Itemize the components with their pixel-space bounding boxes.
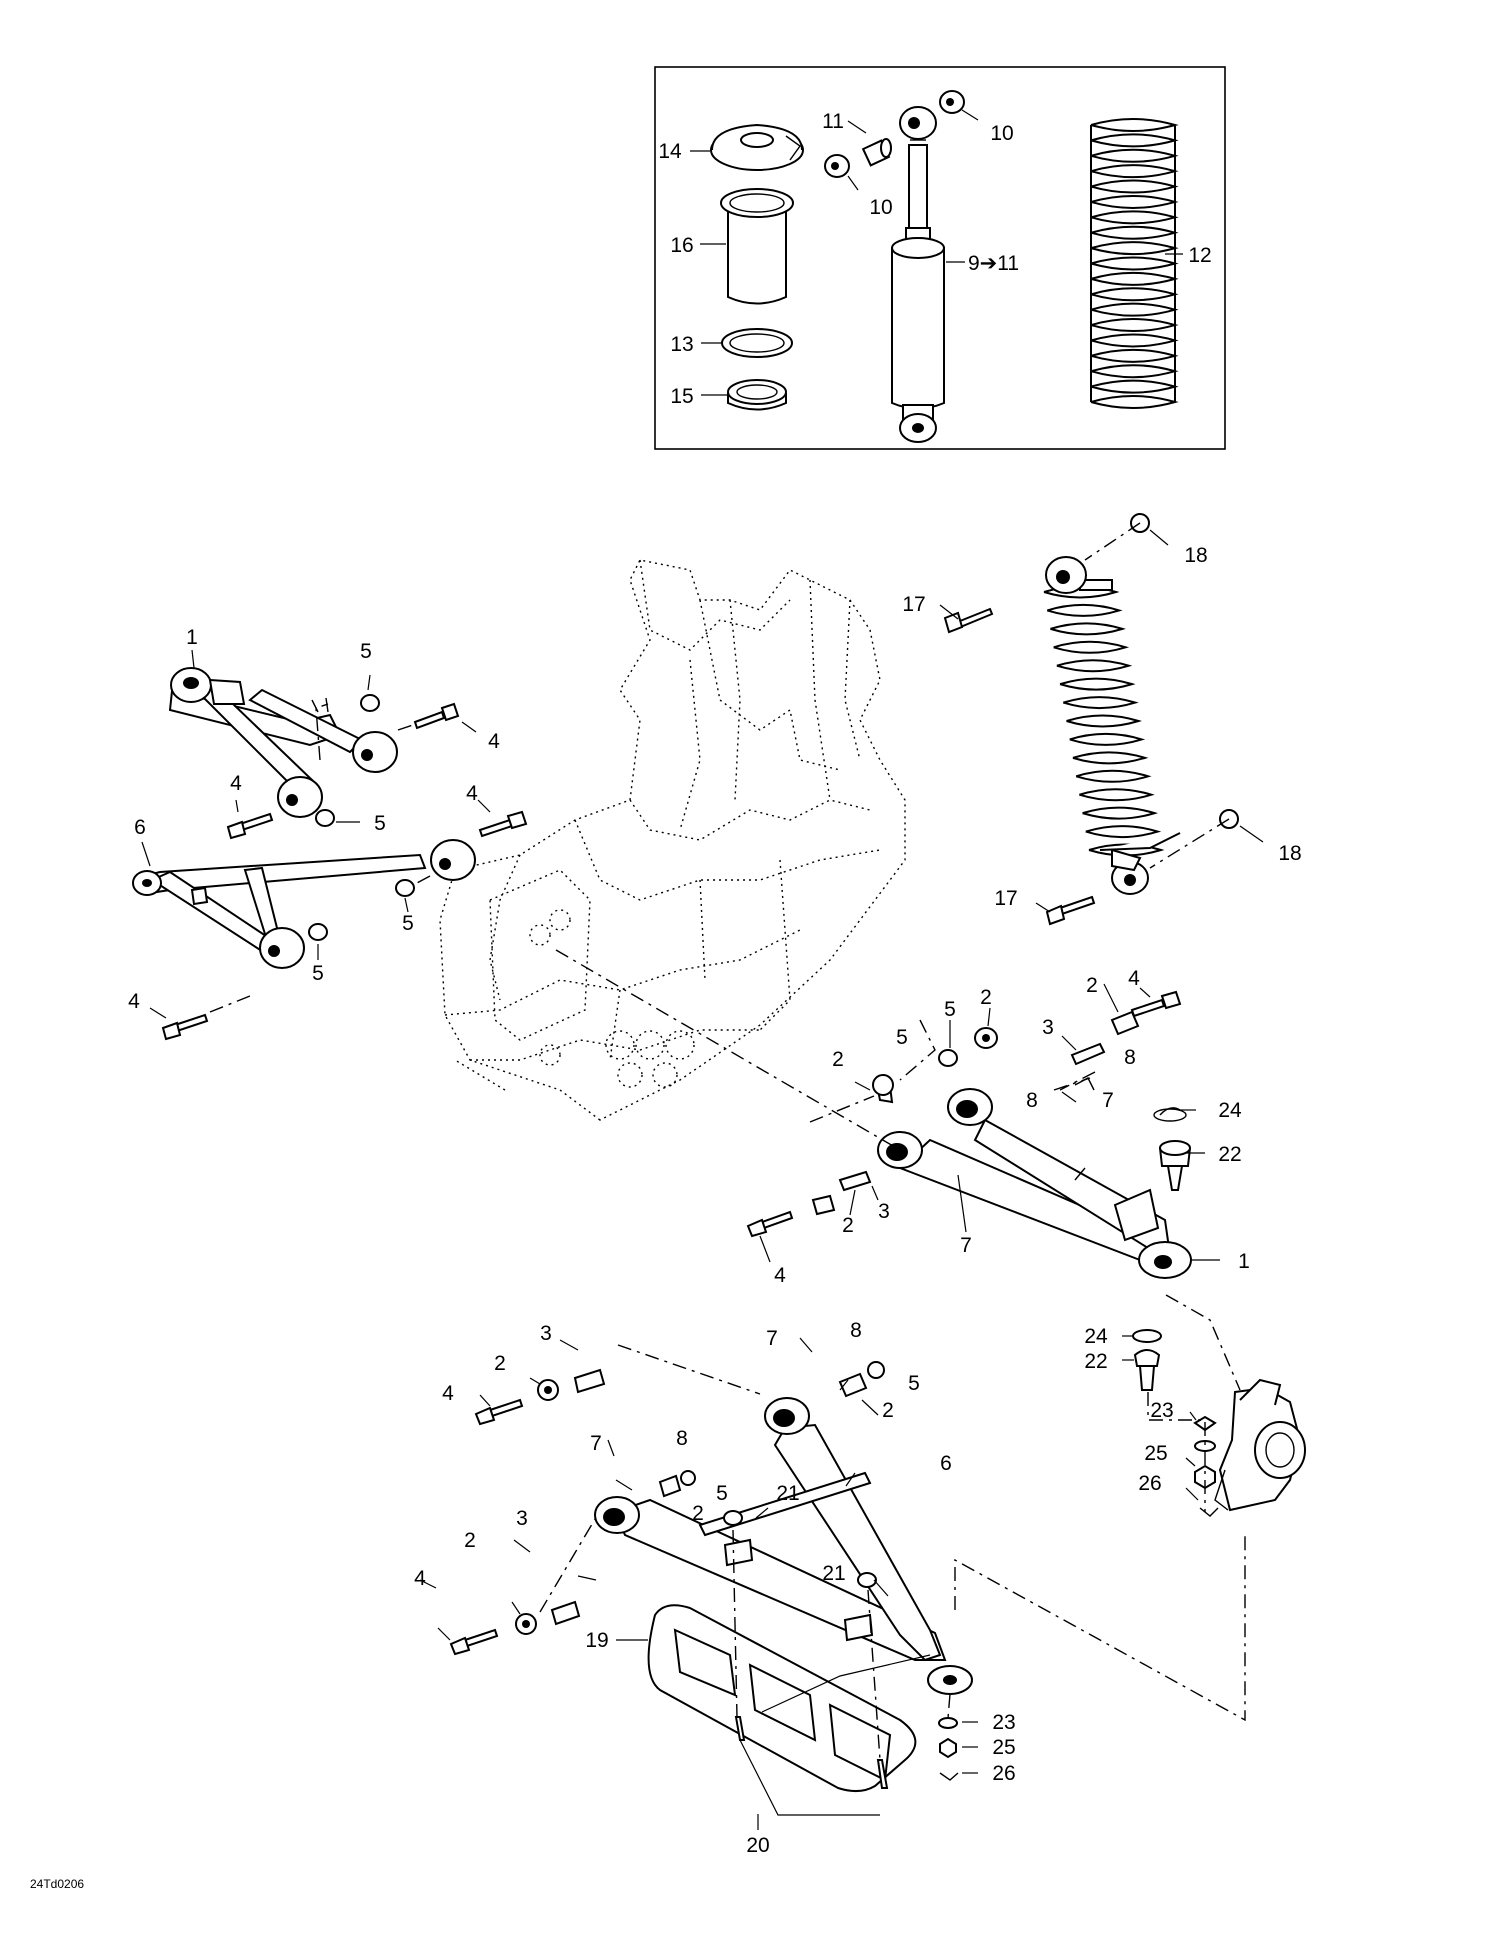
callout-7-b: 7 — [960, 1234, 972, 1257]
callout-18-lower: 18 — [1278, 842, 1301, 865]
coil-spring-part — [1090, 118, 1179, 409]
ring-part — [721, 328, 793, 358]
lower-a-arm-right — [594, 1397, 973, 1695]
callout-2-a: 2 — [1086, 974, 1098, 997]
callout-2-g: 2 — [692, 1502, 704, 1525]
callout-labels: 14 16 13 15 11 10 10 9➔11 12 17 18 18 17… — [30, 110, 1302, 1891]
callout-10-lower: 10 — [869, 196, 892, 219]
callout-2-d: 2 — [842, 1214, 854, 1237]
callout-4-c: 4 — [466, 782, 478, 805]
callout-8-d: 8 — [676, 1427, 688, 1450]
callout-1-right: 1 — [1238, 1250, 1250, 1273]
callout-18-upper: 18 — [1184, 544, 1207, 567]
inset-shock-components — [654, 66, 1226, 450]
skid-plate — [647, 1604, 917, 1792]
callout-5-h: 5 — [716, 1482, 728, 1505]
callout-8-c: 8 — [850, 1319, 862, 1342]
callout-3-d: 3 — [516, 1507, 528, 1530]
callout-5-c: 5 — [402, 912, 414, 935]
callout-5-a: 5 — [360, 640, 372, 663]
callout-4-g: 4 — [442, 1382, 454, 1405]
callout-3-a: 3 — [1042, 1016, 1054, 1039]
callout-4-b: 4 — [230, 772, 242, 795]
small-sleeve-part — [861, 138, 892, 167]
callout-21-lower: 21 — [822, 1562, 845, 1585]
callout-2-c: 2 — [832, 1048, 844, 1071]
callout-21-upper: 21 — [776, 1482, 799, 1505]
callout-6-left: 6 — [134, 816, 146, 839]
upper-a-arm-right — [877, 1088, 1192, 1279]
callout-9-11: 9➔11 — [968, 252, 1019, 275]
callout-17-lower: 17 — [994, 887, 1017, 910]
callout-3-c: 3 — [540, 1322, 552, 1345]
lower-a-arm-left — [132, 839, 476, 969]
steering-knuckle — [1214, 1378, 1306, 1512]
callout-19: 19 — [585, 1629, 608, 1652]
callout-23-upper: 23 — [1150, 1399, 1173, 1422]
callout-4-e: 4 — [1128, 967, 1140, 990]
callout-1-left: 1 — [186, 626, 198, 649]
callout-13: 13 — [670, 333, 693, 356]
callout-7-c: 7 — [766, 1327, 778, 1350]
callout-5-b: 5 — [374, 812, 386, 835]
callout-26-lower: 26 — [992, 1762, 1015, 1785]
callout-10-upper: 10 — [990, 122, 1013, 145]
callout-24-upper: 24 — [1218, 1099, 1242, 1122]
callout-15: 15 — [670, 385, 693, 408]
callout-11: 11 — [822, 110, 844, 133]
lower-bushing-part — [824, 154, 850, 178]
drawing-code: 24Td0206 — [30, 1877, 84, 1891]
shock-assembly — [1043, 556, 1165, 895]
upper-a-arm-right-hardware — [555, 832, 1220, 1263]
callout-24-lower: 24 — [1084, 1325, 1108, 1348]
callout-5-g: 5 — [908, 1372, 920, 1395]
callout-5-d: 5 — [312, 962, 324, 985]
upper-bushing-part — [939, 90, 965, 114]
callout-4-h: 4 — [414, 1567, 426, 1590]
lower-a-arm-right-hardware — [419, 1337, 1246, 1830]
callout-25-upper: 25 — [1144, 1442, 1167, 1465]
callout-5-e: 5 — [944, 998, 956, 1021]
callout-8-a: 8 — [1124, 1046, 1136, 1069]
callout-20: 20 — [746, 1834, 769, 1857]
callout-22-lower: 22 — [1084, 1350, 1107, 1373]
upper-a-arm-hardware — [191, 649, 477, 840]
callout-6-right: 6 — [940, 1452, 952, 1475]
bushing-part — [727, 379, 787, 411]
callout-26-upper: 26 — [1138, 1472, 1161, 1495]
callout-16: 16 — [670, 234, 693, 257]
callout-4-a: 4 — [488, 730, 500, 753]
lower-a-arm-hardware — [141, 799, 528, 1041]
upper-a-arm-left — [168, 667, 398, 818]
callout-14: 14 — [658, 140, 682, 163]
frame-outline — [439, 559, 906, 1121]
callout-25-lower: 25 — [992, 1736, 1015, 1759]
callout-2-f: 2 — [882, 1399, 894, 1422]
callout-3-b: 3 — [878, 1200, 890, 1223]
callout-8-b: 8 — [1026, 1089, 1038, 1112]
callout-17-upper: 17 — [902, 593, 925, 616]
callout-4-d: 4 — [128, 990, 140, 1013]
callout-7-a: 7 — [1102, 1089, 1114, 1112]
ball-joint-hardware — [1122, 1294, 1241, 1517]
shock-absorber-part — [891, 106, 945, 443]
callout-5-f: 5 — [896, 1026, 908, 1049]
callout-12: 12 — [1188, 244, 1211, 267]
callout-2-b: 2 — [980, 986, 992, 1009]
callout-7-d: 7 — [590, 1432, 602, 1455]
callout-2-h: 2 — [464, 1529, 476, 1552]
callout-4-f: 4 — [774, 1264, 786, 1287]
spring-seat-part — [710, 123, 804, 171]
shock-hardware — [939, 513, 1264, 926]
callout-22-upper: 22 — [1218, 1143, 1241, 1166]
sleeve-part — [720, 188, 794, 305]
callout-23-lower: 23 — [992, 1711, 1015, 1734]
callout-2-e: 2 — [494, 1352, 506, 1375]
